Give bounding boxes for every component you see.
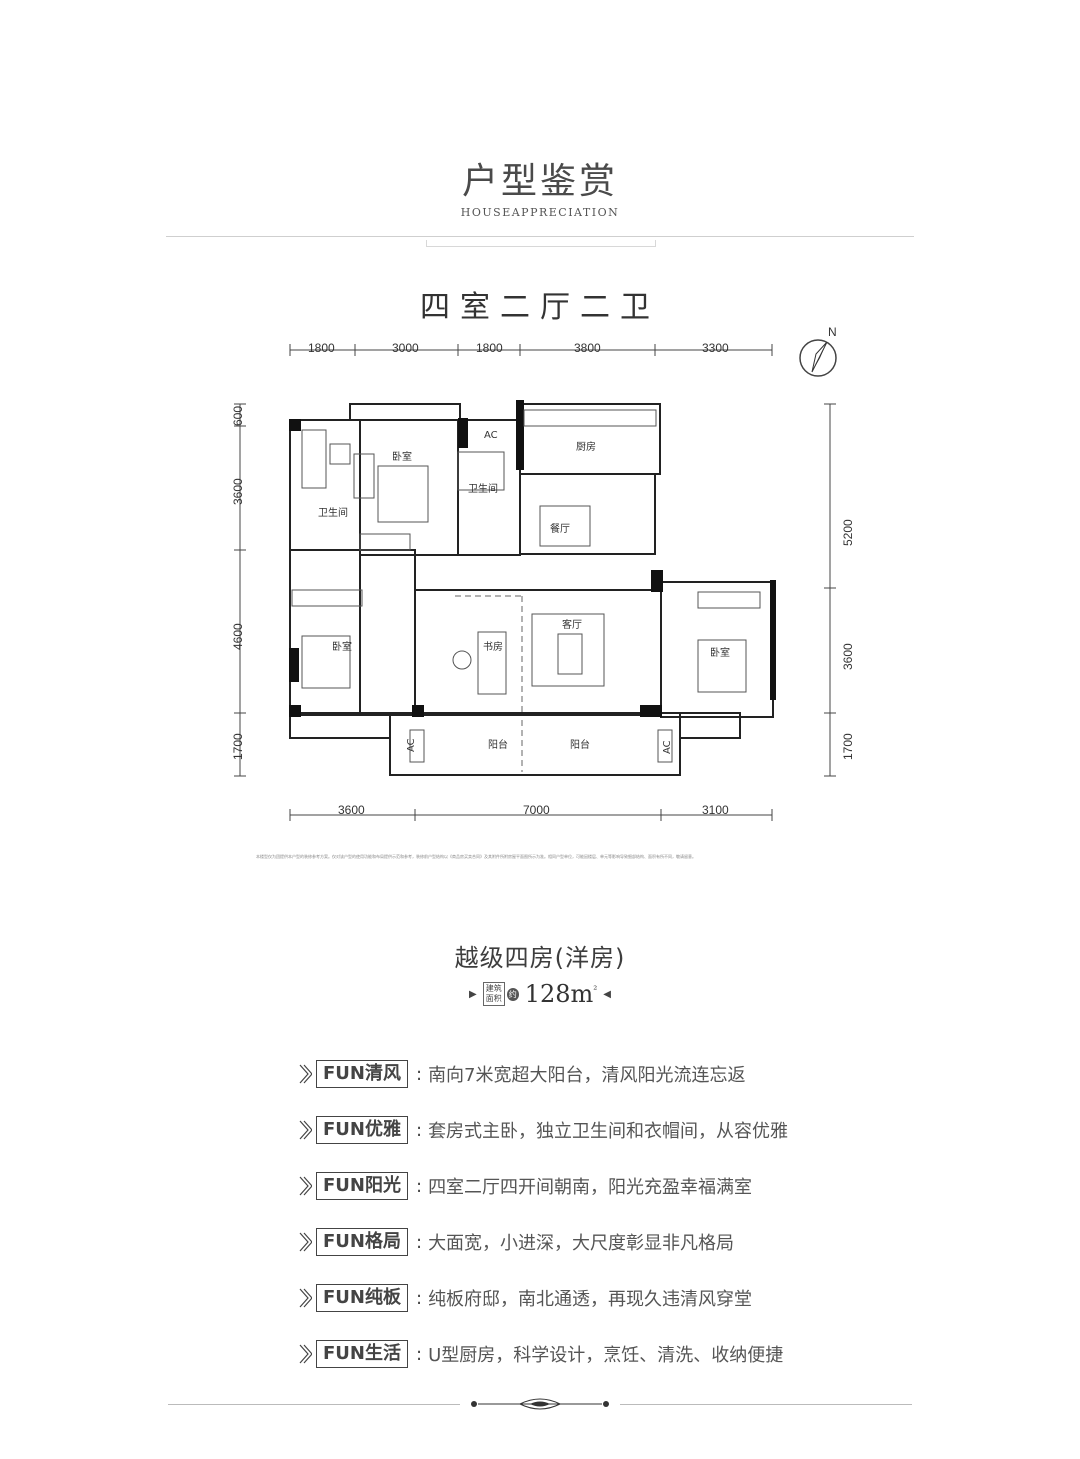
feature-item: FUN格局 : 大面宽，小进深，大尺度彰显非凡格局 [298,1214,788,1270]
unit-type-name: 越级四房(洋房) [454,944,626,972]
room-label-bath-mid: 卫生间 [468,482,498,495]
area-row: ▶ 建筑 面积 约 128m² ◀ [0,980,1080,1008]
header-divider-bracket [426,240,656,247]
room-label-balcony-left: 阳台 [488,738,508,751]
feature-item: FUN纯板 : 纯板府邸，南北通透，再现久违清风穿堂 [298,1270,788,1326]
feature-item: FUN生活 : U型厨房，科学设计，烹饪、清洗、收纳便捷 [298,1326,788,1382]
feature-desc: 纯板府邸，南北通透，再现久违清风穿堂 [428,1289,753,1310]
triangle-left-icon: ◀ [603,988,611,1000]
dim-top-4: 3800 [574,341,601,355]
feature-tag: FUN纯板 [316,1284,408,1312]
bracket-icon [299,1232,312,1252]
dim-bottom-1: 3600 [338,803,365,817]
dim-right-3: 1700 [841,733,855,760]
feature-tag: FUN优雅 [316,1116,408,1144]
dim-top-3: 1800 [476,341,503,355]
dim-top-1: 1800 [308,341,335,355]
room-label-bath-left: 卫生间 [318,506,348,519]
feature-list: FUN清风 : 南向7米宽超大阳台，清风阳光流连忘返 FUN优雅 : 套房式主卧… [298,1046,788,1382]
room-label-bedroom-right: 卧室 [710,646,730,659]
feature-desc: 四室二厅四开间朝南，阳光充盈幸福满室 [428,1177,753,1198]
dim-left-3: 4600 [231,623,245,650]
room-label-kitchen: 厨房 [576,440,596,453]
layout-title: 四室二厅二卫 [420,290,660,325]
dim-left-1: 600 [231,406,245,426]
area-number: 128m [524,980,594,1008]
dim-top-5: 3300 [702,341,729,355]
room-label-ac-left: AC [406,738,417,752]
bracket-icon [299,1344,312,1364]
dim-bottom-3: 3100 [702,803,729,817]
feature-tag: FUN格局 [316,1228,408,1256]
floor-plan: 1800 3000 1800 3800 3300 3600 7000 3100 … [231,325,855,821]
room-label-ac-right: AC [662,740,673,754]
room-label-living: 客厅 [562,618,582,631]
area-unit-sup: ² [593,985,598,996]
room-label-bedroom-left: 卧室 [332,640,352,653]
page-title: 户型鉴赏 [461,161,618,202]
room-label-dining: 餐厅 [550,522,570,535]
bracket-icon [299,1176,312,1196]
page-subtitle: HOUSEAPPRECIATION [460,206,620,219]
feature-desc: 套房式主卧，独立卫生间和衣帽间，从容优雅 [428,1121,789,1142]
plan-furniture [291,409,761,763]
bracket-icon [299,1120,312,1140]
room-label-study: 书房 [483,640,503,653]
room-label-bedroom-top: 卧室 [392,450,412,463]
plan-dashed-lines [455,595,523,772]
compass-icon: N [799,325,837,377]
plan-disclaimer: 本楼型仅为团提供本户型的装修参考方案。仅对该户型的使用功能和布局提供示范和参考，… [256,854,696,859]
feature-desc: 大面宽，小进深，大尺度彰显非凡格局 [428,1233,735,1254]
area-about-badge: 约 [506,987,519,1001]
dim-left-4: 1700 [231,733,245,760]
feature-item: FUN优雅 : 套房式主卧，独立卫生间和衣帽间，从容优雅 [298,1102,788,1158]
area-label-top: 建筑 [485,984,502,993]
plan-columns [289,400,776,717]
north-label: N [828,325,837,339]
area-label: 建筑 面积 [482,982,505,1006]
dim-left-2: 3600 [231,478,245,505]
dim-right-2: 3600 [841,643,855,670]
area-label-bottom: 面积 [485,994,502,1003]
feature-item: FUN清风 : 南向7米宽超大阳台，清风阳光流连忘返 [298,1046,788,1102]
feature-tag: FUN阳光 [316,1172,408,1200]
dim-top-2: 3000 [392,341,419,355]
bracket-icon [299,1064,312,1084]
triangle-right-icon: ▶ [469,988,477,1000]
header-divider [166,236,914,237]
area-value: 128m² [525,980,598,1008]
feature-desc: 南向7米宽超大阳台，清风阳光流连忘返 [428,1065,746,1086]
room-label-ac-top: AC [484,430,498,441]
feature-tag: FUN生活 [316,1340,408,1368]
ornament-icon [460,1398,620,1410]
feature-item: FUN阳光 : 四室二厅四开间朝南，阳光充盈幸福满室 [298,1158,788,1214]
feature-tag: FUN清风 [316,1060,408,1088]
feature-desc: U型厨房，科学设计，烹饪、清洗、收纳便捷 [428,1345,784,1366]
room-label-balcony-right: 阳台 [570,738,590,751]
bracket-icon [299,1288,312,1308]
dim-right-1: 5200 [841,519,855,546]
dim-bottom-2: 7000 [523,803,550,817]
dimension-lines [234,344,836,821]
